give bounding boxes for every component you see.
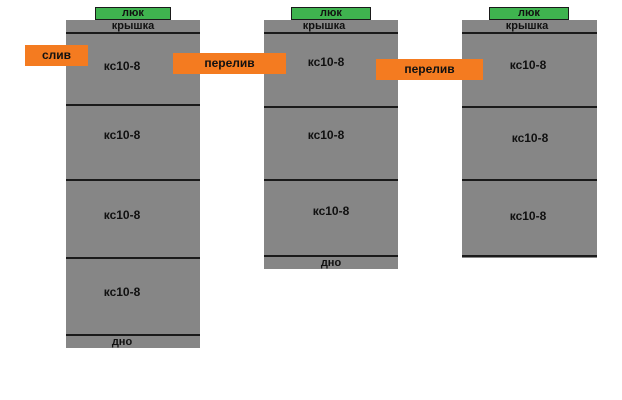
well-2-ring-2-line — [264, 179, 398, 181]
well-1-ring-3-label: кс10-8 — [103, 208, 141, 222]
well-2-ring-2-label: кс10-8 — [307, 128, 345, 142]
well-1-ring-2-label: кс10-8 — [103, 128, 141, 142]
well-3-hatch: люк — [489, 7, 569, 20]
well-3-cover-line — [462, 32, 597, 34]
well-3-cover-label: крышка — [505, 20, 549, 32]
well-2: крышка кс10-8 кс10-8 кс10-8 дно — [264, 20, 398, 269]
well-1-ring-1-line — [66, 104, 200, 106]
well-1-ring-4-label: кс10-8 — [103, 285, 141, 299]
well-1-bottom-label: дно — [111, 336, 133, 348]
well-1-ring-3-line — [66, 257, 200, 259]
well-1-bottom-line — [66, 334, 200, 336]
well-3-ring-1-label: кс10-8 — [509, 58, 547, 72]
well-2-ring-3-label: кс10-8 — [312, 204, 350, 218]
well-3-ring-3-label: кс10-8 — [509, 209, 547, 223]
well-1-cover-label: крышка — [111, 20, 155, 32]
well-1-ring-2-line — [66, 179, 200, 181]
well-1-cover-line — [66, 32, 200, 34]
well-2-bottom-line — [264, 255, 398, 257]
well-3-ring-2-label: кс10-8 — [511, 131, 549, 145]
well-2-ring-1-label: кс10-8 — [307, 55, 345, 69]
drain-pipe: слив — [25, 45, 88, 66]
well-1-hatch: люк — [95, 7, 171, 20]
well-1: крышка кс10-8 кс10-8 кс10-8 кс10-8 дно — [66, 20, 200, 348]
well-2-hatch: люк — [291, 7, 371, 20]
well-2-cover-line — [264, 32, 398, 34]
well-2-cover-label: крышка — [302, 20, 346, 32]
well-3: крышка кс10-8 кс10-8 кс10-8 — [462, 20, 597, 258]
well-2-bottom-label: дно — [320, 257, 342, 269]
well-3-bottom-line — [462, 255, 597, 257]
well-3-ring-1-line — [462, 106, 597, 108]
well-1-ring-1-label: кс10-8 — [103, 59, 141, 73]
overflow-pipe-1: перелив — [173, 53, 286, 74]
overflow-pipe-2: перелив — [376, 59, 483, 80]
well-3-ring-2-line — [462, 179, 597, 181]
well-2-ring-1-line — [264, 106, 398, 108]
